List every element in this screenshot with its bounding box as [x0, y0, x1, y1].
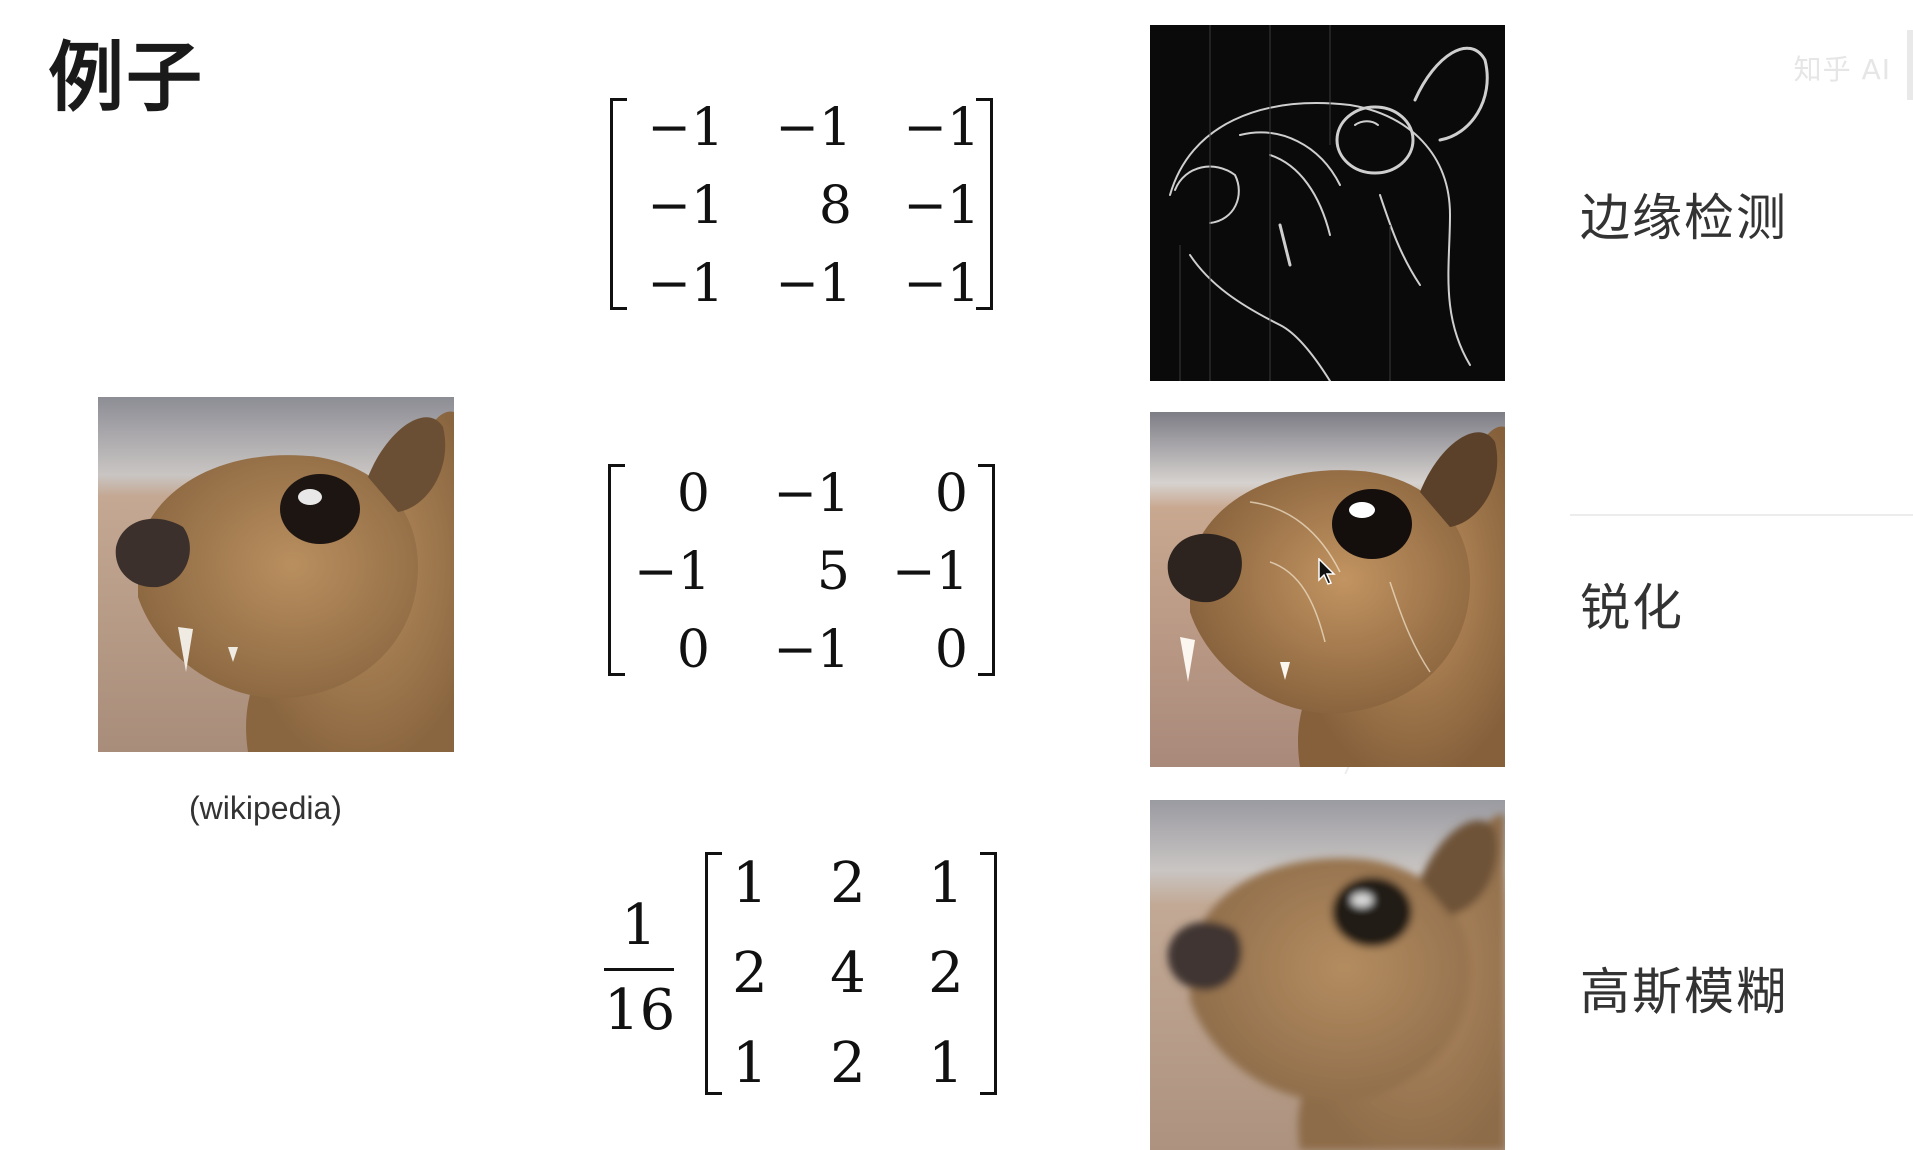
sharpen-kernel: 0 −1 0 −1 5 −1 0 −1 0	[608, 464, 995, 676]
matrix-cell: 0	[676, 620, 710, 680]
matrix-cell: −1	[775, 254, 852, 314]
matrix-bracket-right	[980, 852, 997, 1095]
fraction-denominator: 16	[604, 978, 676, 1043]
matrix-cell: 0	[934, 620, 968, 680]
matrix-cell: 2	[732, 941, 768, 1006]
matrix-bracket-left	[705, 852, 722, 1095]
matrix-cell: −1	[773, 464, 850, 524]
slide-title: 例子	[48, 33, 204, 122]
matrix-bracket-right	[978, 464, 995, 676]
gaussian-blur-kernel: 1 2 1 2 4 2 1 2 1	[705, 852, 997, 1095]
matrix-bracket-left	[608, 464, 625, 676]
fraction-bar	[604, 968, 674, 971]
matrix-cell: −1	[775, 98, 852, 158]
sharpen-result-image	[1150, 412, 1505, 767]
matrix-cell: −1	[647, 98, 724, 158]
sharpen-label: 锐化	[1580, 579, 1684, 637]
mouse-cursor-icon	[1318, 558, 1336, 585]
matrix-bracket-right	[976, 98, 993, 310]
matrix-cell: 0	[676, 464, 710, 524]
matrix-cell: 2	[830, 851, 866, 916]
gaussian-blur-label: 高斯模糊	[1580, 963, 1788, 1021]
edge-detection-result-image	[1150, 25, 1505, 381]
edge-detection-kernel: −1 −1 −1 −1 8 −1 −1 −1 −1	[610, 98, 993, 310]
matrix-cell: −1	[647, 254, 724, 314]
matrix-cell: 1	[732, 851, 768, 916]
matrix-cell: 0	[934, 464, 968, 524]
edge-detection-label: 边缘检测	[1580, 189, 1788, 247]
matrix-cell: 1	[732, 1031, 768, 1096]
matrix-cell: −1	[647, 176, 724, 236]
matrix-cell: −1	[903, 98, 980, 158]
matrix-cell: 2	[928, 941, 964, 1006]
matrix-cell: −1	[773, 620, 850, 680]
matrix-cell: −1	[903, 254, 980, 314]
matrix-cell: −1	[903, 176, 980, 236]
matrix-bracket-left	[610, 98, 627, 310]
matrix-cell: 2	[830, 1031, 866, 1096]
source-image	[98, 397, 454, 752]
matrix-cell: 1	[928, 1031, 964, 1096]
matrix-cell: 5	[816, 542, 850, 602]
matrix-cell: −1	[634, 542, 711, 602]
matrix-cell: 1	[928, 851, 964, 916]
gaussian-scale-fraction: 1 16	[604, 893, 676, 1043]
fraction-numerator: 1	[621, 893, 657, 958]
scrollbar-edge	[1907, 30, 1913, 100]
decorative-line	[1570, 514, 1913, 516]
matrix-cell: 4	[830, 941, 866, 1006]
source-caption: (wikipedia)	[189, 790, 342, 826]
matrix-cell: −1	[892, 542, 969, 602]
bottom-edge-link[interactable]	[48, 1144, 648, 1150]
watermark: 知乎 AI	[1793, 53, 1891, 86]
matrix-cell: 8	[818, 176, 852, 236]
gaussian-blur-result-image	[1150, 800, 1505, 1150]
